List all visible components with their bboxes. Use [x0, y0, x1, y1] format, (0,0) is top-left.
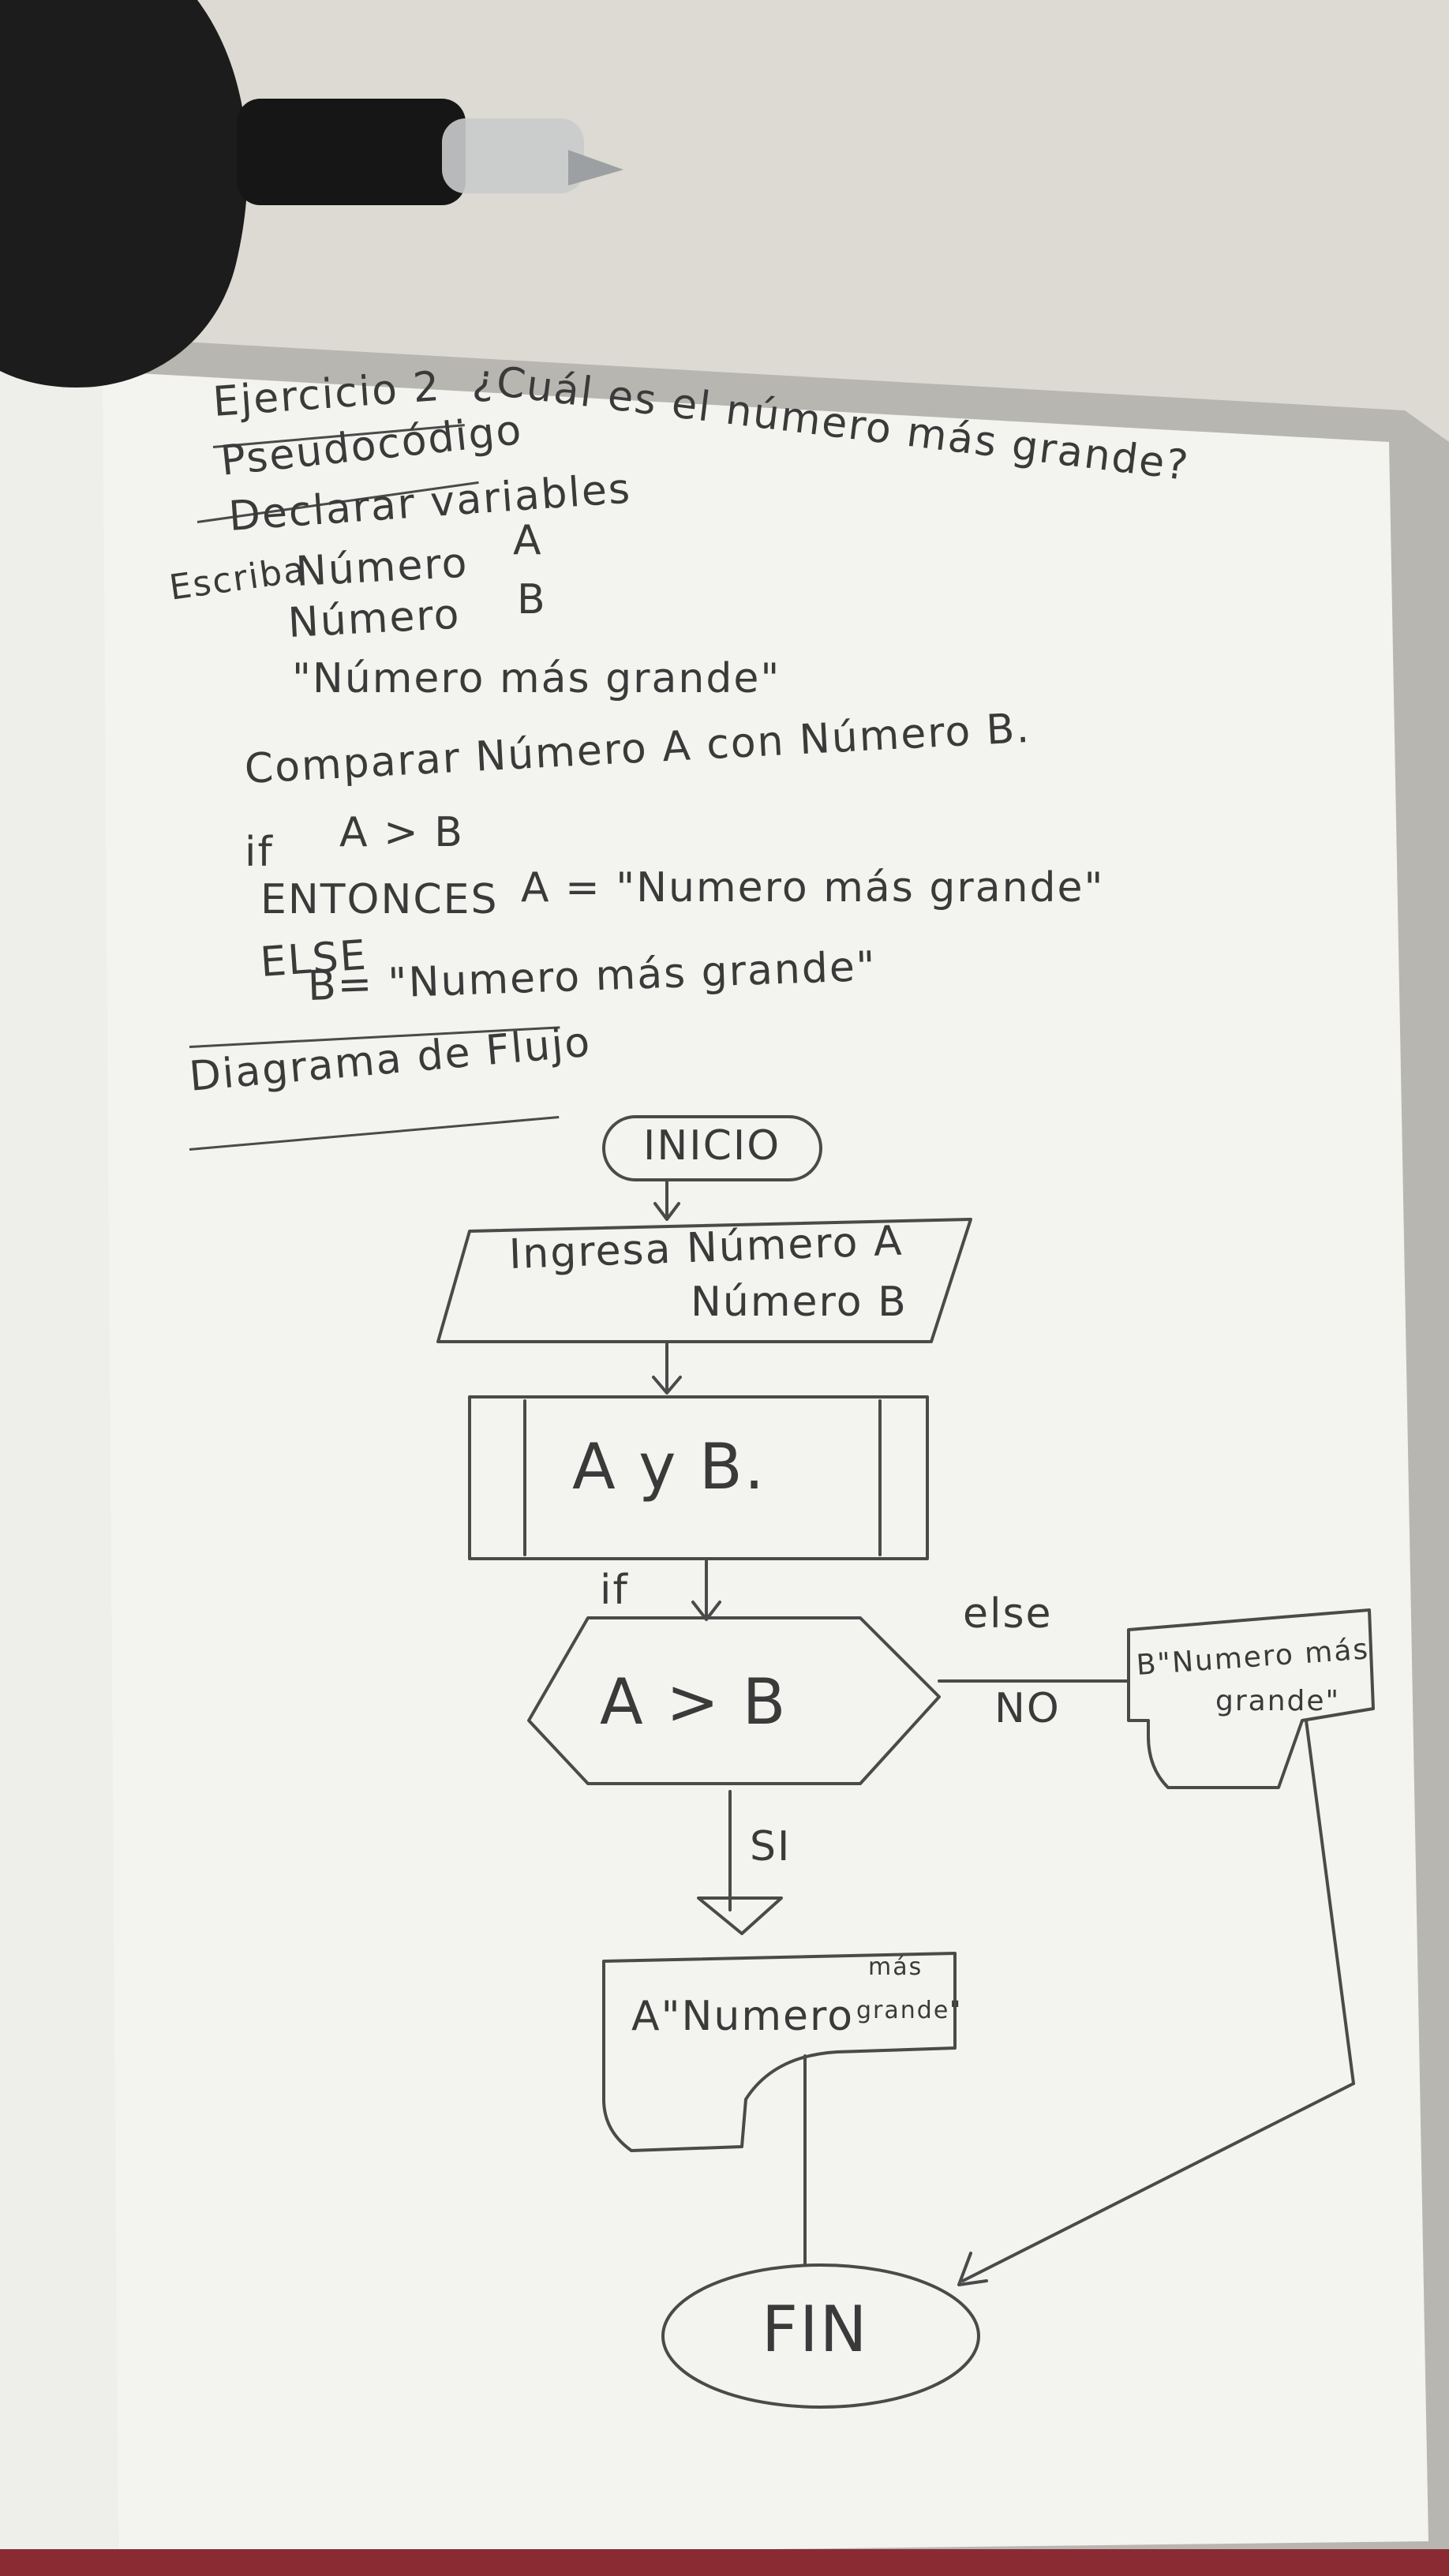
- output-a-prefix: A"Numero: [631, 1993, 855, 2040]
- start-label: INICIO: [643, 1122, 781, 1170]
- arrowhead-input-process: [652, 1376, 682, 1395]
- yes-label: SI: [750, 1823, 792, 1870]
- lamp-base: [0, 0, 248, 388]
- then-keyword: ENTONCES: [260, 876, 499, 923]
- if-condition: A > B: [339, 809, 464, 856]
- end-label: FIN: [762, 2293, 869, 2366]
- line-output-b-down: [1305, 1719, 1355, 2085]
- input-parallelogram: [436, 1218, 972, 1343]
- process-label: A y B.: [572, 1430, 766, 1503]
- notebook-page: [95, 371, 1428, 2557]
- output-a-shape: [602, 1952, 957, 2152]
- output-b-shape: [1127, 1608, 1375, 1789]
- line-output-b-end: [961, 2082, 1355, 2282]
- if-keyword: if: [245, 829, 274, 876]
- pen-tip: [568, 150, 623, 185]
- arrowhead-decision-yes: [697, 1896, 783, 1935]
- var-a: A: [513, 517, 543, 564]
- start-terminator: [602, 1115, 822, 1181]
- notebook-cover-edge: [0, 2549, 1449, 2576]
- pen-grip: [442, 118, 584, 193]
- result-string: "Número más grande": [292, 655, 781, 702]
- end-terminator: [661, 2263, 980, 2409]
- var-b: B: [517, 576, 547, 623]
- arrowhead-start-input: [653, 1202, 680, 1221]
- arrowhead-output-b-end: [957, 2252, 988, 2286]
- process-box: [468, 1395, 929, 1560]
- else-label: else: [963, 1590, 1053, 1638]
- pen-body: [237, 99, 466, 205]
- output-b-line-2: grande": [1215, 1685, 1341, 1717]
- output-a-suffix: grande": [856, 1997, 963, 2024]
- decision-hexagon: [527, 1616, 941, 1785]
- input-line-2: Número B: [691, 1279, 908, 1326]
- decision-label: A > B: [600, 1665, 788, 1739]
- notebook-left-page: [0, 316, 118, 2576]
- if-label: if: [600, 1567, 629, 1614]
- then-statement: A = "Numero más grande": [521, 864, 1105, 912]
- no-label: NO: [994, 1685, 1061, 1732]
- output-a-sup: más: [868, 1953, 923, 1981]
